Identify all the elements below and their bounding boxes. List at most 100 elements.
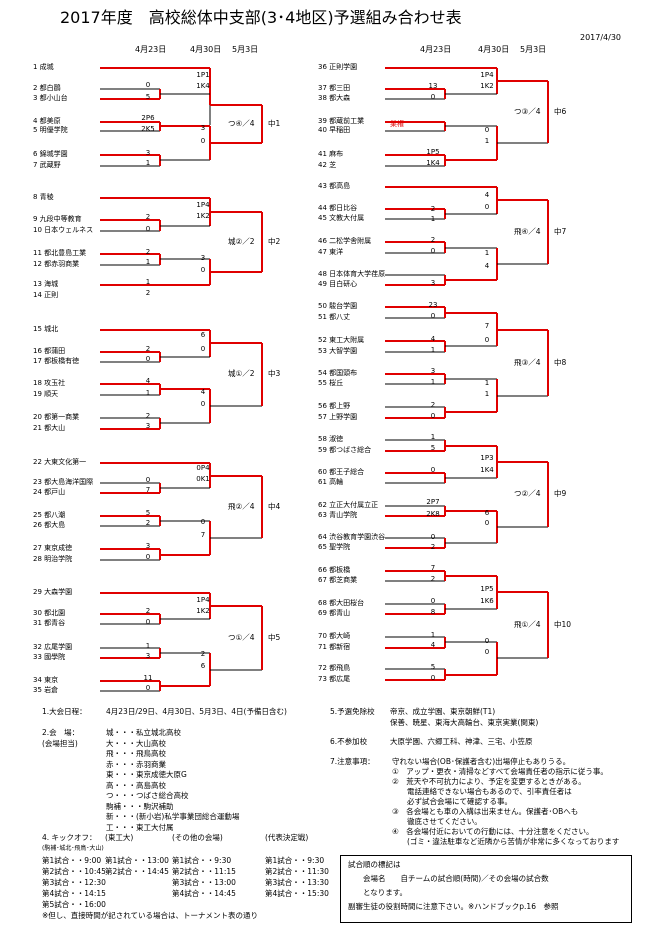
score: 1P5	[426, 148, 440, 156]
team-name: 24 都戸山	[33, 488, 66, 496]
score: 0	[145, 476, 151, 484]
venue-label: 城②／2	[228, 237, 255, 246]
score: 1P5	[480, 585, 494, 593]
score: 0	[145, 618, 151, 626]
team-name: 35 岩倉	[33, 686, 59, 694]
venue-label: 城①／2	[228, 369, 255, 378]
score: 0	[145, 81, 151, 89]
team-name: 41 麻布	[318, 150, 344, 158]
score: 0	[200, 400, 206, 408]
round-header-2-right: 4月30日	[478, 45, 510, 54]
pool-label: 中2	[268, 237, 281, 246]
score: 23	[428, 301, 438, 309]
caution-label: 7.注意事項：	[330, 757, 375, 766]
score: 3	[145, 542, 151, 550]
team-name: 54 都国頭布	[318, 369, 358, 377]
pool-label: 中6	[554, 107, 567, 116]
team-name: 57 上野学園	[318, 413, 358, 421]
team-name: 23 都大島海洋国際	[33, 478, 94, 486]
team-name: 55 桜丘	[318, 379, 344, 387]
print-date: 2017/4/30	[580, 33, 622, 42]
team-name: 8 青稜	[33, 193, 54, 201]
team-name: 20 都第一商業	[33, 413, 80, 421]
match-order-box	[340, 855, 632, 923]
score: 5	[145, 509, 151, 517]
team-name: 64 渋谷教育学園渋谷	[318, 533, 386, 541]
score: 7	[484, 322, 490, 330]
team-name: 60 都王子総合	[318, 468, 365, 476]
venue-label: 2.会 場：	[42, 728, 80, 737]
team-name: 49 目白研心	[318, 280, 358, 288]
box-line: 試合順の標記は	[348, 860, 401, 869]
venue-sub: (会場担当)	[42, 739, 78, 748]
kickoff-row: 第1試合・・13:00	[105, 856, 169, 865]
score: 1P4	[196, 201, 210, 209]
venue-item: 駒補・・・駒沢補助	[106, 801, 174, 811]
team-name: 56 都上野	[318, 402, 351, 410]
score: 0	[430, 533, 436, 541]
venue-item: 高・・・高島高校	[106, 780, 166, 790]
team-name: 34 東京	[33, 676, 59, 684]
team-name: 45 文教大付属	[318, 214, 365, 222]
score: 0	[200, 518, 206, 526]
score: 1	[145, 642, 151, 650]
caution-line: 徹底させてください。	[392, 817, 482, 826]
score: 0	[200, 345, 206, 353]
pool-label: 中4	[268, 502, 281, 511]
score: 1	[145, 389, 151, 397]
kickoff-row: 第4試合・・15:30	[265, 889, 329, 898]
round-header-3-right: 5月3日	[520, 45, 547, 54]
score: 7	[430, 564, 436, 572]
score: 1	[484, 137, 490, 145]
score: 2	[200, 650, 206, 658]
score: 11	[143, 674, 153, 682]
team-name: 70 都大崎	[318, 632, 351, 640]
team-name: 71 都新宿	[318, 643, 351, 651]
venue-item: 工・・・東工大付属	[106, 822, 174, 832]
caution-line: ① アップ・更衣・清掃などすべて会場責任者の指示に従う事。	[392, 767, 608, 776]
team-name: 3 都小山台	[33, 94, 68, 102]
team-name: 44 都日比谷	[318, 204, 358, 212]
score: 2	[145, 519, 151, 527]
round-header-3: 5月3日	[232, 45, 259, 54]
score: 13	[428, 82, 438, 90]
team-name: 59 都つばさ総合	[318, 446, 372, 454]
team-name: 62 立正大付属立正	[318, 501, 379, 509]
score: 0	[484, 336, 490, 344]
team-name: 69 都青山	[318, 609, 351, 617]
score: 1	[430, 433, 436, 441]
team-name: 28 明治学院	[33, 555, 73, 563]
score: 1	[430, 346, 436, 354]
score: 1	[430, 215, 436, 223]
score: 1K2	[480, 82, 494, 90]
score: 2	[145, 345, 151, 353]
kickoff-row: 第2試合・・10:45	[42, 867, 106, 876]
score: 1K6	[480, 597, 494, 605]
score: 4	[484, 191, 490, 199]
venue-label: つ③／4	[514, 107, 541, 116]
score: 0	[484, 637, 490, 645]
box-line: 会場名 自チームの試合順(時間)／その会場の試合数	[348, 874, 549, 883]
score: 0K1	[196, 475, 210, 483]
kickoff-row: 第1試合・・9:30	[265, 856, 325, 865]
score: 1P3	[480, 454, 494, 462]
score: 0	[200, 137, 206, 145]
team-name: 38 都大森	[318, 94, 351, 102]
team-name: 1 成城	[33, 63, 54, 71]
team-name: 17 都板橋有徳	[33, 357, 80, 365]
pool-label: 中5	[268, 633, 281, 642]
score: 6	[200, 331, 206, 339]
kickoff-row: 第2試合・・11:15	[172, 867, 236, 876]
score: 2	[430, 236, 436, 244]
score: 0	[430, 466, 436, 474]
round-header-2: 4月30日	[190, 45, 222, 54]
score: 0	[430, 412, 436, 420]
caution-line: ④ 各会場付近においての行動には、十分注意をください。	[392, 827, 594, 836]
score: 4	[200, 388, 206, 396]
kickoff-col-head: (代表決定戦)	[265, 833, 309, 842]
score: 1K4	[196, 82, 210, 90]
caution-line: ② 荒天や不可抗力により、予定を変更するときがある。	[392, 777, 586, 786]
team-name: 14 正則	[33, 291, 59, 299]
team-name: 58 淑徳	[318, 435, 344, 443]
score: 5	[145, 93, 151, 101]
